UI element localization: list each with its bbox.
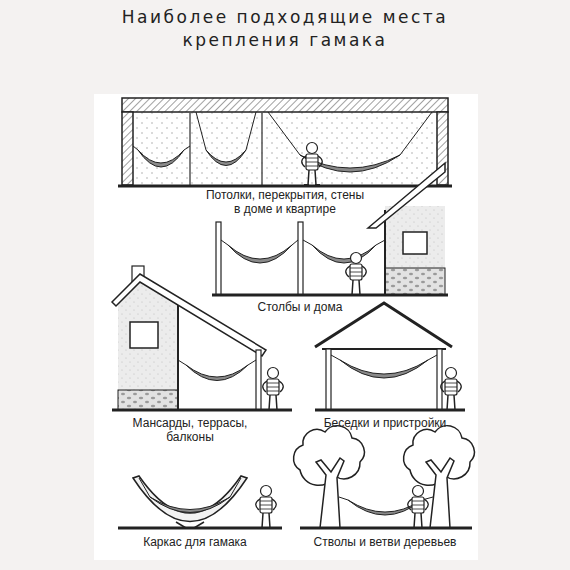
white-panel [94, 94, 478, 560]
house-edge [384, 210, 386, 295]
gazebo-scene [315, 303, 465, 410]
hammock-rope [221, 240, 298, 245]
hammock [340, 360, 428, 378]
post [256, 350, 261, 410]
window [403, 232, 427, 254]
roof [368, 163, 445, 228]
hammock-rope [196, 112, 256, 150]
beam [322, 348, 446, 350]
hammock [186, 365, 248, 381]
scene-caption: Мансарды, террасы, балконы [123, 416, 258, 444]
hammock-rope [268, 112, 432, 155]
scene-caption: Каркас для гамака [120, 535, 270, 549]
ground-line [315, 409, 465, 412]
house-wall [385, 206, 445, 295]
scene-caption: Беседки и пристройки [300, 416, 470, 430]
ground-line [212, 294, 448, 297]
hammock [312, 245, 376, 263]
post [326, 349, 331, 410]
hammock-rope [331, 355, 437, 360]
foundation [118, 390, 178, 410]
page-title: Наиболее подходящие места крепления гама… [120, 6, 450, 52]
divider [261, 112, 263, 185]
posts-scene [212, 163, 448, 295]
hammock [150, 497, 230, 513]
frame-scene [118, 476, 282, 528]
person [256, 486, 277, 529]
hammock [206, 150, 246, 166]
person [346, 253, 367, 296]
person [441, 368, 462, 411]
hammock-rope [139, 478, 241, 497]
wallpaper [133, 112, 437, 185]
hammock-rope [303, 240, 385, 245]
person [263, 368, 284, 411]
person [302, 143, 323, 186]
roof [112, 274, 266, 356]
ground-line [118, 527, 282, 530]
scene-caption: Потолки, перекрытия, стены в доме и квар… [203, 188, 368, 216]
floor-line [118, 185, 452, 188]
hammock-rope [178, 360, 256, 365]
post [298, 222, 303, 295]
tree-trunk [316, 458, 344, 528]
ground-line [300, 527, 472, 530]
post [216, 222, 221, 295]
scene-caption: Столбы и дома [230, 300, 370, 314]
foundation [385, 268, 445, 295]
trees-scene [294, 426, 475, 528]
house-edge [177, 300, 179, 410]
terrace-scene [112, 266, 292, 410]
hammock-frame [133, 476, 247, 522]
post [437, 349, 442, 410]
room-scene [118, 98, 452, 186]
hammock [138, 150, 184, 167]
hammock-rope [133, 146, 190, 150]
hammock [348, 500, 422, 515]
divider [189, 112, 191, 185]
frame-foot [176, 522, 204, 528]
tree-trunk [426, 458, 454, 528]
scene-caption: Стволы и ветви деревьев [300, 535, 470, 549]
person [408, 486, 429, 529]
window [130, 322, 158, 348]
wall [122, 112, 133, 185]
ceiling [122, 98, 448, 112]
hammock [228, 245, 292, 263]
